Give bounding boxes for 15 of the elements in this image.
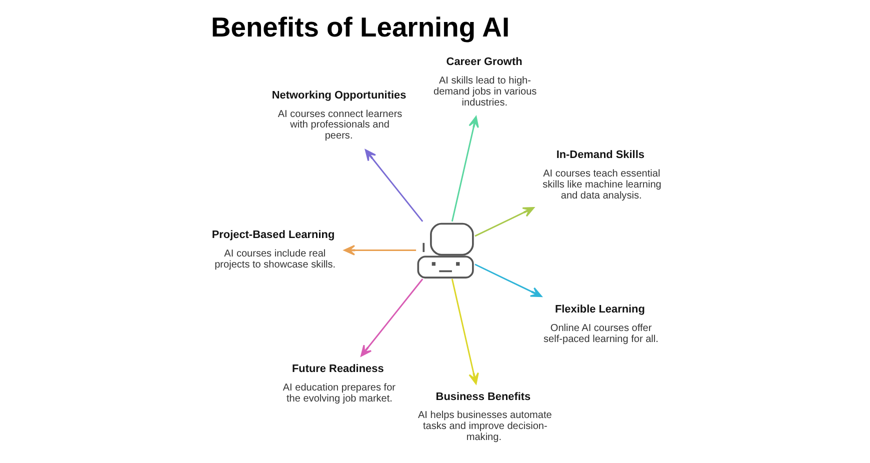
arrow [474, 264, 542, 298]
node-text: In-Demand Skills AI courses teach essential skills like machine learning and data analysis. [542, 149, 662, 202]
diagram-title: Benefits of Learning AI [210, 11, 510, 42]
arrow [364, 149, 424, 222]
node-text: Career Growth AI skills lead to high-demand jobs in various industries. [434, 56, 537, 109]
arrow [451, 278, 479, 384]
arrow [360, 278, 424, 357]
arrow [474, 207, 534, 237]
node-text: Future Readiness AI education prepares for the evolving job market. [282, 363, 396, 405]
node-text: Networking Opportunities AI courses connect learners with professionals and peers. [272, 89, 406, 142]
arrow [451, 116, 479, 222]
node-text: Project-Based Learning AI courses include real projects to showcase skills. [212, 228, 336, 270]
node-text: Flexible Learning Online AI courses offer self-paced learning for all. [544, 303, 658, 345]
node-text: Business Benefits AI helps businesses automate tasks and improve decision-making. [418, 390, 552, 444]
arrow [344, 244, 416, 256]
